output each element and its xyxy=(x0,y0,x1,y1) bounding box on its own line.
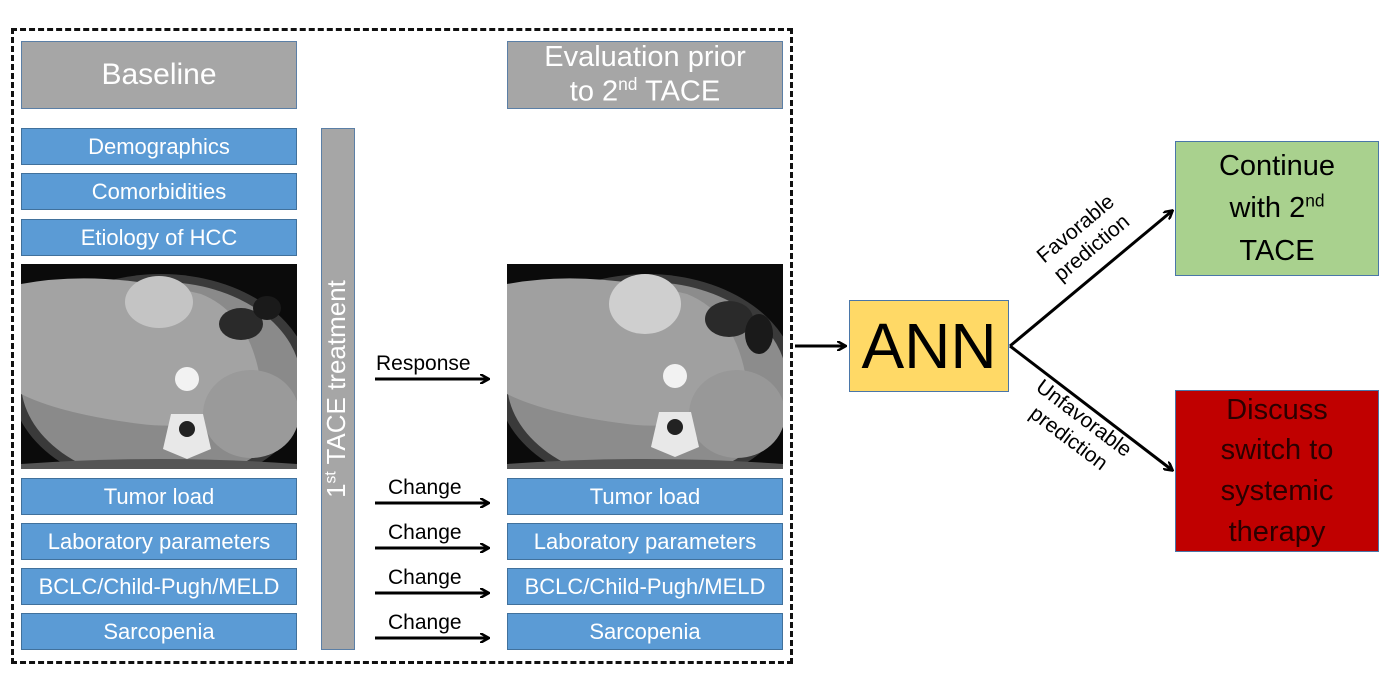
ct-scan-evaluation xyxy=(507,264,783,469)
baseline-item-label: Demographics xyxy=(88,133,230,159)
evaluation-bclc-child-pugh-meld: BCLC/Child-Pugh/MELD xyxy=(507,568,783,605)
continue-line3: TACE xyxy=(1239,234,1315,267)
evaluation-header: Evaluation prior to 2nd TACE xyxy=(507,41,783,109)
tace-treatment-bar xyxy=(321,128,355,650)
evaluation-sarcopenia: Sarcopenia xyxy=(507,613,783,650)
change-label-bclc: Change xyxy=(388,566,462,589)
change-label-tumor-load: Change xyxy=(388,476,462,499)
baseline-item-label: BCLC/Child-Pugh/MELD xyxy=(38,573,280,599)
baseline-item-label: Etiology of HCC xyxy=(80,224,238,250)
evaluation-laboratory-parameters: Laboratory parameters xyxy=(507,523,783,560)
baseline-comorbidities: Comorbidities xyxy=(21,173,297,210)
ann-label: ANN xyxy=(861,310,997,382)
continue-line2: with 2nd xyxy=(1229,190,1325,225)
baseline-header: Baseline xyxy=(21,41,297,109)
baseline-demographics: Demographics xyxy=(21,128,297,165)
response-label: Response xyxy=(376,352,471,375)
baseline-tumor-load: Tumor load xyxy=(21,478,297,515)
evaluation-item-label: Laboratory parameters xyxy=(533,528,757,554)
discuss-line2: switch to xyxy=(1220,434,1334,467)
baseline-item-label: Tumor load xyxy=(103,483,215,509)
discuss-line1: Discuss xyxy=(1226,393,1328,426)
ct-scan-baseline xyxy=(21,264,297,469)
evaluation-header-line2: to 2nd TACE xyxy=(569,74,721,108)
evaluation-tumor-load: Tumor load xyxy=(507,478,783,515)
discuss-line3: systemic xyxy=(1220,475,1334,507)
baseline-bclc-child-pugh-meld: BCLC/Child-Pugh/MELD xyxy=(21,568,297,605)
baseline-header-text: Baseline xyxy=(101,58,217,91)
continue-line1: Continue xyxy=(1218,150,1336,183)
change-label-sarcopenia: Change xyxy=(388,611,462,634)
input-features-frame xyxy=(11,28,793,664)
baseline-item-label: Comorbidities xyxy=(91,178,227,204)
baseline-etiology: Etiology of HCC xyxy=(21,219,297,256)
evaluation-item-label: Tumor load xyxy=(589,483,701,509)
ct-scan-baseline-graphic xyxy=(21,264,297,469)
evaluation-item-label: BCLC/Child-Pugh/MELD xyxy=(524,573,766,599)
ct-scan-evaluation-graphic xyxy=(507,264,783,469)
baseline-laboratory-parameters: Laboratory parameters xyxy=(21,523,297,560)
baseline-item-label: Laboratory parameters xyxy=(47,528,271,554)
unfavorable-arrow xyxy=(1009,344,1172,470)
change-label-laboratory: Change xyxy=(388,521,462,544)
discuss-line4: therapy xyxy=(1228,515,1326,548)
baseline-sarcopenia: Sarcopenia xyxy=(21,613,297,650)
continue-tace-box: Continue with 2nd TACE xyxy=(1175,141,1379,276)
ann-model-box: ANN xyxy=(849,300,1009,392)
evaluation-item-label: Sarcopenia xyxy=(589,618,701,644)
discuss-systemic-therapy-box: Discuss switch to systemic therapy xyxy=(1175,390,1379,552)
baseline-item-label: Sarcopenia xyxy=(103,618,215,644)
favorable-arrow xyxy=(1009,211,1172,348)
evaluation-header-line1: Evaluation prior xyxy=(544,40,746,73)
